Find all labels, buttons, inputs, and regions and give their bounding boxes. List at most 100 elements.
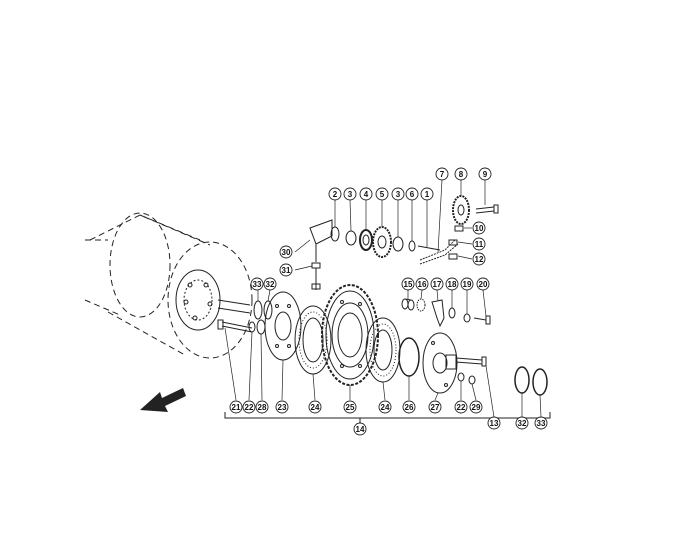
callout-number: 29 bbox=[472, 403, 481, 412]
part-pressure-plate-27 bbox=[422, 332, 458, 394]
part-bearing-4 bbox=[359, 229, 373, 251]
callout-circle bbox=[487, 416, 501, 430]
callout-circle bbox=[279, 245, 293, 259]
callout-number: 22 bbox=[245, 403, 254, 412]
callout-number: 6 bbox=[410, 190, 415, 199]
callout-circle bbox=[430, 277, 444, 291]
part-link-12 bbox=[448, 253, 458, 260]
callout-number: 26 bbox=[405, 403, 414, 412]
callout-6: 6 bbox=[405, 187, 419, 201]
callout-number: 7 bbox=[440, 170, 445, 179]
callout-number: 20 bbox=[479, 280, 488, 289]
callout-number: 9 bbox=[483, 170, 488, 179]
callout-circle bbox=[359, 187, 373, 201]
callout-4: 4 bbox=[359, 187, 373, 201]
callout-number: 24 bbox=[311, 403, 320, 412]
callout-13: 13 bbox=[487, 416, 501, 430]
callout-circle bbox=[472, 221, 486, 235]
leader-lines bbox=[224, 179, 542, 418]
callout-1: 1 bbox=[420, 187, 434, 201]
callout-15: 15 bbox=[401, 277, 415, 291]
part-link-10 bbox=[454, 225, 464, 232]
callout-5: 5 bbox=[375, 187, 389, 201]
callout-7: 7 bbox=[435, 167, 449, 181]
callout-31: 31 bbox=[279, 263, 293, 277]
callout-number: 11 bbox=[475, 240, 484, 249]
callout-number: 1 bbox=[425, 190, 430, 199]
part-bushing-15 bbox=[401, 298, 415, 311]
callout-30: 30 bbox=[279, 245, 293, 259]
part-bolt-13 bbox=[455, 356, 487, 367]
part-washer-22 bbox=[248, 321, 256, 333]
callout-circle bbox=[250, 277, 264, 291]
part-lever-17 bbox=[431, 299, 445, 328]
callout-17: 17 bbox=[430, 277, 444, 291]
part-washer-22-right bbox=[457, 372, 465, 382]
callout-circle bbox=[469, 400, 483, 414]
callout-circle bbox=[343, 187, 357, 201]
callout-number: 28 bbox=[258, 403, 267, 412]
callout-27: 27 bbox=[428, 400, 442, 414]
callout-24: 24 bbox=[308, 400, 322, 414]
callout-circle bbox=[308, 400, 322, 414]
callout-number: 24 bbox=[381, 403, 390, 412]
part-bolt-9 bbox=[475, 204, 499, 214]
callout-circle bbox=[255, 400, 269, 414]
callout-10: 10 bbox=[472, 221, 486, 235]
callout-23: 23 bbox=[275, 400, 289, 414]
part-bracket-30 bbox=[309, 219, 333, 262]
callout-number: 19 bbox=[463, 280, 472, 289]
callout-circle bbox=[435, 167, 449, 181]
callout-circle bbox=[454, 400, 468, 414]
part-ring-32-right bbox=[514, 366, 530, 394]
callout-circle bbox=[263, 277, 277, 291]
part-shaft-1 bbox=[417, 245, 441, 251]
callout-circle bbox=[515, 416, 529, 430]
callout-14: 14 bbox=[353, 422, 367, 436]
callout-2: 2 bbox=[328, 187, 342, 201]
callout-number: 31 bbox=[282, 266, 291, 275]
part-washer-19 bbox=[463, 313, 471, 323]
callout-3: 3 bbox=[343, 187, 357, 201]
callout-32: 32 bbox=[263, 277, 277, 291]
callout-number: 3 bbox=[348, 190, 353, 199]
callout-25: 25 bbox=[343, 400, 357, 414]
part-bolt-20 bbox=[473, 315, 491, 325]
callout-33: 33 bbox=[534, 416, 548, 430]
part-bushing-18 bbox=[448, 307, 456, 319]
callout-circle bbox=[279, 263, 293, 277]
callout-number: 8 bbox=[459, 170, 464, 179]
assembly-bracket-14 bbox=[224, 412, 551, 419]
callout-8: 8 bbox=[454, 167, 468, 181]
callout-number: 13 bbox=[490, 419, 499, 428]
part-friction-disc-24-right bbox=[365, 317, 401, 383]
part-link-11 bbox=[448, 239, 458, 246]
part-bolt-31 bbox=[311, 262, 321, 290]
callout-circle bbox=[415, 277, 429, 291]
callout-20: 20 bbox=[476, 277, 490, 291]
callout-12: 12 bbox=[472, 252, 486, 266]
callout-number: 15 bbox=[404, 280, 413, 289]
callout-32: 32 bbox=[515, 416, 529, 430]
callout-number: 18 bbox=[448, 280, 457, 289]
callout-circle bbox=[454, 167, 468, 181]
drum-housing bbox=[84, 212, 253, 359]
callout-number: 22 bbox=[457, 403, 466, 412]
callout-22: 22 bbox=[454, 400, 468, 414]
callout-number: 33 bbox=[537, 419, 546, 428]
callout-number: 12 bbox=[475, 255, 484, 264]
direction-arrow bbox=[140, 388, 186, 412]
part-sprocket-8 bbox=[452, 195, 470, 225]
callout-circle bbox=[478, 167, 492, 181]
part-spring-16 bbox=[416, 298, 426, 312]
callout-21: 21 bbox=[229, 400, 243, 414]
callout-circle bbox=[534, 416, 548, 430]
callout-3: 3 bbox=[391, 187, 405, 201]
drum-hub bbox=[175, 269, 251, 331]
callout-circle bbox=[378, 400, 392, 414]
callout-19: 19 bbox=[460, 277, 474, 291]
callout-circle bbox=[420, 187, 434, 201]
part-ring-33-right bbox=[532, 368, 548, 396]
part-gear-5 bbox=[372, 226, 392, 258]
